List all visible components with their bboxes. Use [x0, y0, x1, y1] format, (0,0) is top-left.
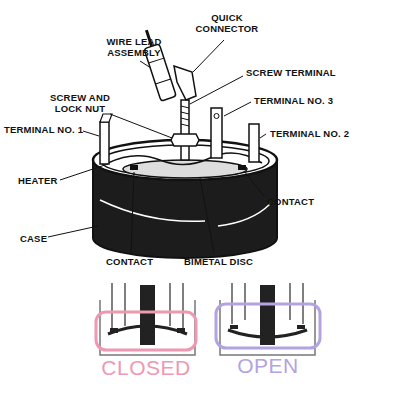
leader-lines: [48, 40, 266, 253]
contact-point: [110, 328, 118, 333]
contact-point: [130, 165, 138, 170]
leader-line: [193, 40, 224, 72]
rounded-frame: [96, 312, 196, 350]
case-highlight: [218, 204, 270, 226]
leader-line: [110, 114, 172, 138]
leader-line: [200, 178, 214, 253]
leader-line: [260, 134, 266, 138]
contact-point: [297, 325, 305, 329]
terminal-tab: [249, 124, 259, 162]
screw-thread: [181, 106, 189, 126]
case-highlight: [100, 200, 205, 221]
part-label: SCREW TERMINAL: [246, 67, 336, 78]
contact-point: [177, 328, 185, 333]
quick-connector: [174, 66, 196, 100]
terminal-tip: [100, 114, 112, 122]
leader-line: [60, 164, 108, 180]
bimetal-disc: [123, 160, 247, 178]
contact-point: [238, 165, 246, 170]
state-frame: CLOSED: [94, 310, 198, 380]
part-label: HEATER: [18, 175, 58, 186]
lock-nut: [171, 134, 199, 146]
state-label: OPEN: [214, 354, 322, 378]
part-label: CONTACT: [267, 196, 314, 207]
screw: [181, 100, 189, 160]
part-label: QUICK CONNECTOR: [194, 12, 260, 34]
part-label: SCREW AND LOCK NUT: [44, 92, 116, 114]
state-outline: [214, 302, 322, 350]
terminal-tab: [211, 108, 222, 158]
leader-line: [48, 226, 98, 237]
contact-point: [230, 325, 238, 329]
leader-line: [224, 102, 251, 116]
part-label: TERMINAL NO. 3: [254, 95, 333, 106]
part-label: WIRE LEAD ASSEMBLY: [92, 36, 176, 58]
part-label: CASE: [20, 233, 47, 244]
part-label: BIMETAL DISC: [184, 256, 253, 267]
state-frame: OPEN: [214, 302, 322, 378]
open-section-view: [220, 283, 315, 355]
sleeve-ridge: [149, 58, 171, 84]
closed-section-view: [100, 283, 195, 355]
disc-section: [108, 326, 187, 334]
leader-line: [140, 61, 151, 68]
terminal-hole: [214, 114, 219, 119]
part-label: TERMINAL NO. 1: [4, 124, 83, 135]
leader-line: [190, 76, 243, 104]
leader-line: [83, 131, 99, 136]
part-label: CONTACT: [106, 256, 153, 267]
disc-section: [228, 330, 307, 337]
center-stem: [140, 285, 155, 345]
leader-line: [244, 171, 264, 196]
part-label: TERMINAL NO. 2: [270, 128, 349, 139]
terminal-post: [100, 122, 109, 164]
rounded-frame: [216, 304, 320, 348]
state-outline: [94, 310, 198, 352]
leader-line: [131, 172, 134, 253]
state-label: CLOSED: [94, 356, 198, 380]
